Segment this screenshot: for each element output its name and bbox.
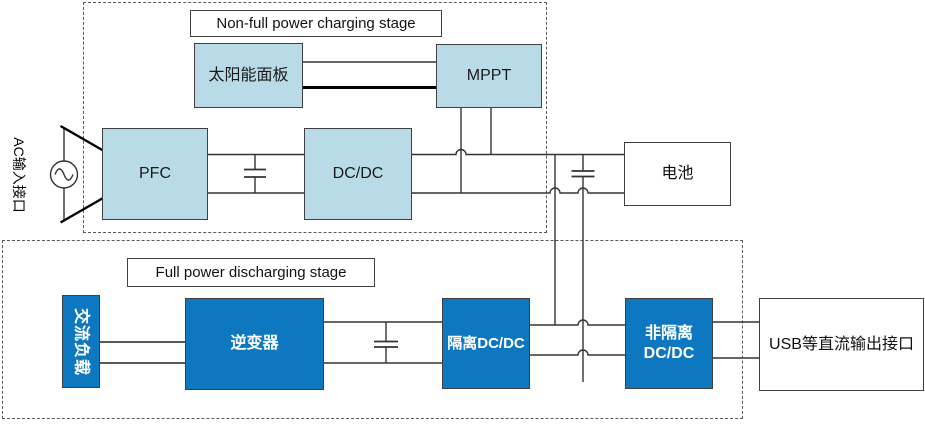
- ac-source-icon: [49, 124, 105, 224]
- battery-label: 电池: [661, 165, 694, 183]
- charging-stage-boundary: [83, 2, 547, 233]
- charging-stage-wires: [208, 61, 624, 382]
- block-inverter: 逆变器: [185, 298, 324, 390]
- crossover-bump-topbus: [412, 148, 624, 156]
- discharging-stage-title-text: Full power discharging stage: [155, 264, 347, 281]
- mppt-label: MPPT: [466, 67, 512, 85]
- ac-input-label-wrap: AC输入接口: [9, 127, 29, 223]
- pfc-label: PFC: [139, 165, 171, 183]
- block-dcdc: DC/DC: [304, 128, 412, 220]
- capacitor-icon-inverter-bus: [374, 322, 398, 363]
- inverter-label: 逆变器: [230, 335, 279, 353]
- non-isolated-dcdc-label-line2: DC/DC: [643, 344, 695, 362]
- block-solar-panel: 太阳能面板: [194, 43, 303, 108]
- block-mppt: MPPT: [436, 44, 542, 108]
- usb-output-label: USB等直流输出接口: [769, 335, 914, 353]
- charging-stage-title-text: Non-full power charging stage: [216, 15, 416, 32]
- discharging-stage-wires: [100, 319, 759, 364]
- non-isolated-dcdc-label-line1: 非隔离: [644, 325, 693, 343]
- block-usb-output: USB等直流输出接口: [759, 298, 924, 391]
- dcdc-label: DC/DC: [332, 165, 384, 183]
- capacitor-icon-pfc-dcdc: [244, 154, 266, 193]
- charging-stage-title: Non-full power charging stage: [190, 10, 442, 37]
- block-non-isolated-dcdc: 非隔离 DC/DC: [625, 298, 713, 389]
- crossover-bump-botbus: [412, 187, 624, 194]
- block-ac-load: 交流负载: [62, 295, 100, 388]
- ac-input-label: AC输入接口: [11, 137, 27, 213]
- block-isolated-dcdc: 隔离DC/DC: [442, 298, 530, 389]
- crossover-bump-isobot: [530, 349, 625, 356]
- block-pfc: PFC: [102, 128, 208, 220]
- crossover-bump-isotop: [530, 319, 625, 326]
- block-battery: 电池: [624, 142, 731, 206]
- solar-panel-label: 太阳能面板: [208, 66, 289, 84]
- discharging-stage-title: Full power discharging stage: [127, 258, 375, 287]
- discharging-stage-boundary: [2, 240, 743, 419]
- capacitor-icon-battery-bus: [571, 170, 595, 178]
- isolated-dcdc-label: 隔离DC/DC: [447, 334, 525, 352]
- ac-load-label: 交流负载: [72, 307, 90, 376]
